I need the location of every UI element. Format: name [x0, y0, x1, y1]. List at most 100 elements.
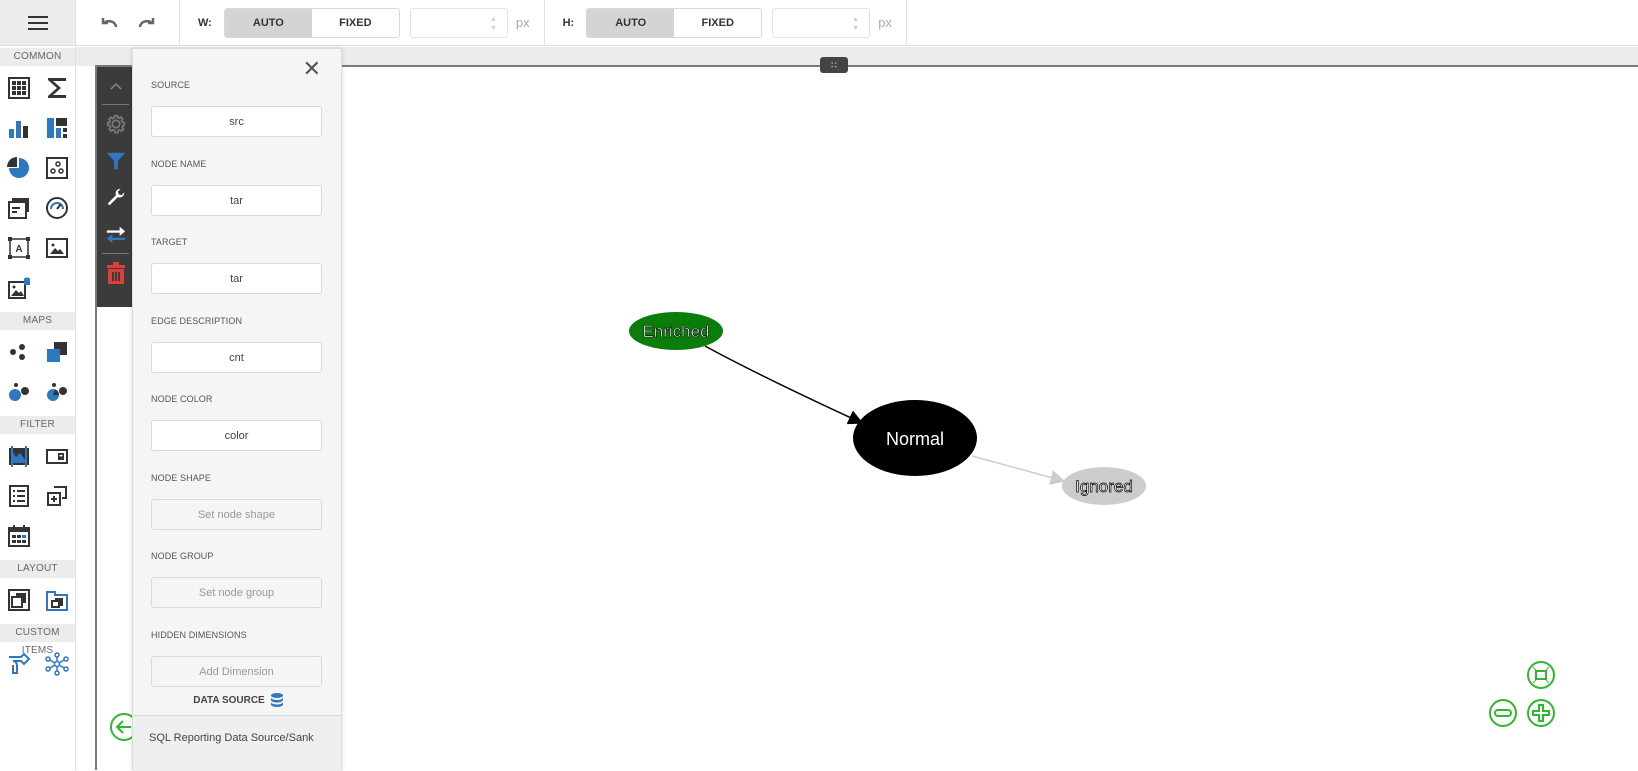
field-label-node-name: NODE NAME	[151, 159, 207, 169]
tool-group[interactable]	[0, 580, 38, 620]
tool-network-graph[interactable]	[38, 644, 76, 684]
tool-sigma[interactable]	[38, 68, 76, 108]
edge-normal-ignored	[971, 455, 1066, 485]
height-fixed-button[interactable]: FIXED	[701, 16, 734, 29]
grid-icon	[8, 77, 30, 99]
tool-card[interactable]	[0, 188, 38, 228]
tool-treemap[interactable]	[38, 108, 76, 148]
filter-icon	[106, 152, 125, 169]
zoom-in-icon	[1532, 704, 1550, 722]
geo-point-map-icon	[10, 344, 25, 360]
spinner-icon[interactable]: ▲▼	[489, 15, 497, 32]
scatter-icon	[46, 157, 68, 179]
sigma-icon	[48, 78, 66, 98]
tool-combo-box[interactable]	[38, 436, 76, 476]
interactivity-button[interactable]	[97, 216, 134, 253]
tool-choropleth-map[interactable]	[38, 332, 76, 372]
zoom-in-button[interactable]	[1527, 699, 1555, 727]
fit-to-screen-button[interactable]	[1527, 661, 1555, 689]
svg-text:Ignored: Ignored	[1075, 477, 1133, 496]
menu-button[interactable]	[0, 0, 75, 46]
spinner-icon[interactable]: ▲▼	[852, 15, 860, 32]
bound-image-icon	[8, 277, 30, 299]
width-label: W:	[198, 16, 212, 29]
group-icon	[8, 589, 30, 611]
add-dimension-button[interactable]: Add Dimension	[151, 656, 322, 687]
tool-pie[interactable]	[0, 148, 38, 188]
width-auto-button[interactable]: AUTO	[224, 8, 312, 37]
tool-bar-chart[interactable]	[0, 108, 38, 148]
tool-text-box[interactable]: A	[0, 228, 38, 268]
edge-description-field[interactable]: cnt	[151, 342, 322, 373]
tool-tab-container[interactable]	[38, 580, 76, 620]
tool-range-filter[interactable]	[0, 436, 38, 476]
node-shape-field[interactable]: Set node shape	[151, 499, 322, 530]
node-color-field[interactable]: color	[151, 420, 322, 451]
data-source-title: DATA SOURCE	[193, 694, 265, 706]
height-label: H:	[562, 16, 575, 29]
field-label-node-color: NODE COLOR	[151, 394, 213, 404]
height-mode-toggle: AUTO FIXED	[586, 7, 763, 38]
width-input[interactable]: ▲▼	[409, 7, 508, 38]
node-normal[interactable]: Normal	[853, 400, 977, 476]
tool-sankey[interactable]	[0, 644, 38, 684]
bubble-map-icon	[9, 383, 29, 401]
target-field[interactable]: tar	[151, 263, 322, 294]
tool-geo-point-map[interactable]	[0, 332, 38, 372]
field-label-hidden-dimensions: HIDDEN DIMENSIONS	[151, 630, 247, 640]
tool-tree-view[interactable]	[38, 476, 76, 516]
tool-scatter[interactable]	[38, 148, 76, 188]
tool-image[interactable]	[38, 228, 76, 268]
fit-to-screen-icon	[1532, 666, 1550, 684]
tool-grid[interactable]	[0, 68, 38, 108]
canvas-header-strip	[76, 47, 1638, 66]
height-input[interactable]: ▲▼	[772, 7, 871, 38]
back-arrow-icon	[115, 720, 131, 734]
date-filter-icon	[8, 525, 30, 547]
collapse-button[interactable]	[97, 67, 134, 104]
drag-handle[interactable]: ∷	[820, 57, 848, 73]
gear-icon	[106, 114, 125, 134]
tool-bubble-map[interactable]	[0, 372, 38, 412]
pie-map-icon	[47, 383, 67, 401]
wrench-icon	[107, 188, 124, 205]
node-name-field[interactable]: tar	[151, 185, 322, 216]
item-border-top	[95, 65, 1638, 67]
node-ignored[interactable]: Ignored	[1062, 467, 1146, 505]
tool-gauge[interactable]	[38, 188, 76, 228]
filter-button[interactable]	[97, 142, 134, 179]
item-border-left	[95, 66, 97, 770]
tool-list-box[interactable]	[0, 476, 38, 516]
collapse-up-icon	[109, 82, 122, 90]
tool-bound-image[interactable]	[0, 268, 38, 308]
sankey-icon	[9, 652, 31, 674]
svg-text:Enriched: Enriched	[642, 322, 709, 341]
field-label-node-group: NODE GROUP	[151, 551, 214, 561]
redo-icon[interactable]	[137, 15, 157, 31]
field-label-edge-description: EDGE DESCRIPTION	[151, 316, 243, 326]
settings-button[interactable]	[97, 105, 134, 142]
close-icon[interactable]: ✕	[302, 56, 321, 81]
combo-box-icon	[46, 449, 68, 464]
delete-button[interactable]	[97, 254, 134, 291]
svg-text:A: A	[15, 244, 22, 255]
options-button[interactable]	[97, 179, 134, 216]
data-source-selector[interactable]: SQL Reporting Data Source/Sank	[133, 715, 341, 771]
tool-date-filter[interactable]	[0, 516, 38, 556]
node-enriched[interactable]: Enriched	[629, 312, 723, 350]
node-group-field[interactable]: Set node group	[151, 577, 322, 608]
undo-icon[interactable]	[99, 15, 119, 31]
field-label-target: TARGET	[151, 237, 188, 247]
choropleth-map-icon	[47, 342, 67, 362]
height-auto-button[interactable]: AUTO	[587, 8, 675, 37]
group-title-custom-items: CUSTOM ITEMS	[0, 624, 75, 656]
zoom-out-button[interactable]	[1489, 699, 1517, 727]
tab-container-icon	[46, 591, 68, 611]
treemap-icon	[47, 118, 67, 138]
database-icon	[270, 693, 283, 707]
card-icon	[8, 198, 29, 219]
pie-chart-icon	[7, 157, 29, 178]
width-fixed-button[interactable]: FIXED	[339, 16, 372, 29]
tool-pie-map[interactable]	[38, 372, 76, 412]
source-field[interactable]: src	[151, 106, 322, 137]
